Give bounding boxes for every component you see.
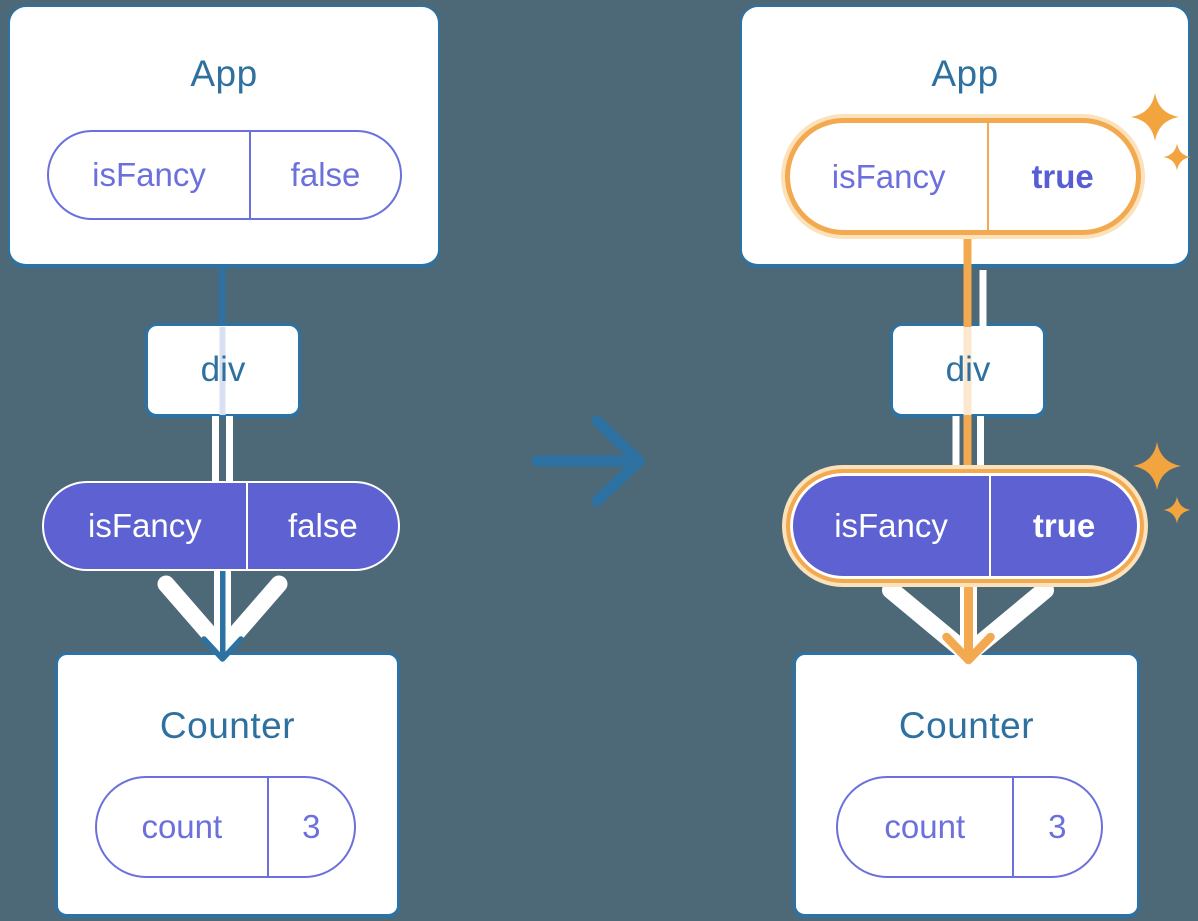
pipe-line (226, 416, 233, 483)
state-value: 3 (1011, 778, 1101, 876)
div-label: div (200, 350, 246, 389)
app-state-pill-after-highlight: isFancy true (781, 114, 1145, 239)
div-card-after: div (890, 323, 1046, 418)
state-value: false (249, 132, 400, 218)
pipe-line (979, 270, 987, 327)
counter-title: Counter (898, 705, 1035, 746)
app-state-pill-before: isFancy false (47, 130, 402, 220)
prop-line-pill-to-counter (220, 569, 226, 657)
pipe-line (212, 416, 219, 483)
app-title: App (931, 53, 999, 94)
pipe-line (214, 569, 231, 645)
counter-title: Counter (159, 705, 296, 746)
prop-pill-after-highlight: isFancy true (782, 465, 1148, 587)
highlight-line-div-to-pill (963, 415, 972, 471)
prop-value: false (245, 483, 398, 569)
down-arrow-icon (157, 575, 288, 658)
counter-state-pill-after: count 3 (836, 776, 1103, 878)
div-label: div (945, 350, 991, 389)
down-arrow-icon (882, 581, 1054, 663)
highlight-line-pill-to-counter (964, 585, 973, 658)
prop-key: isFancy (834, 507, 948, 544)
prop-value: true (989, 476, 1137, 576)
counter-state-pill-before: count 3 (95, 776, 356, 878)
prop-pill-before: isFancy false (42, 481, 400, 571)
state-key: count (884, 808, 966, 845)
app-title: App (190, 53, 258, 94)
right-arrowhead-icon (591, 415, 645, 507)
state-key: count (141, 808, 223, 845)
state-key: isFancy (831, 157, 946, 195)
sparkle-icon (1133, 442, 1181, 490)
state-key: isFancy (92, 156, 206, 193)
counter-card-before: Counter count 3 (55, 652, 400, 918)
div-card-before: div (145, 323, 301, 418)
app-card-before: App isFancy false (8, 5, 440, 268)
sparkle-icon (1163, 496, 1191, 524)
state-value: 3 (266, 778, 354, 876)
pipe-line (960, 585, 977, 648)
state-value: true (987, 123, 1136, 230)
counter-card-after: Counter count 3 (793, 652, 1140, 918)
prop-key: isFancy (88, 507, 202, 544)
prop-line-app-to-div (219, 266, 226, 326)
